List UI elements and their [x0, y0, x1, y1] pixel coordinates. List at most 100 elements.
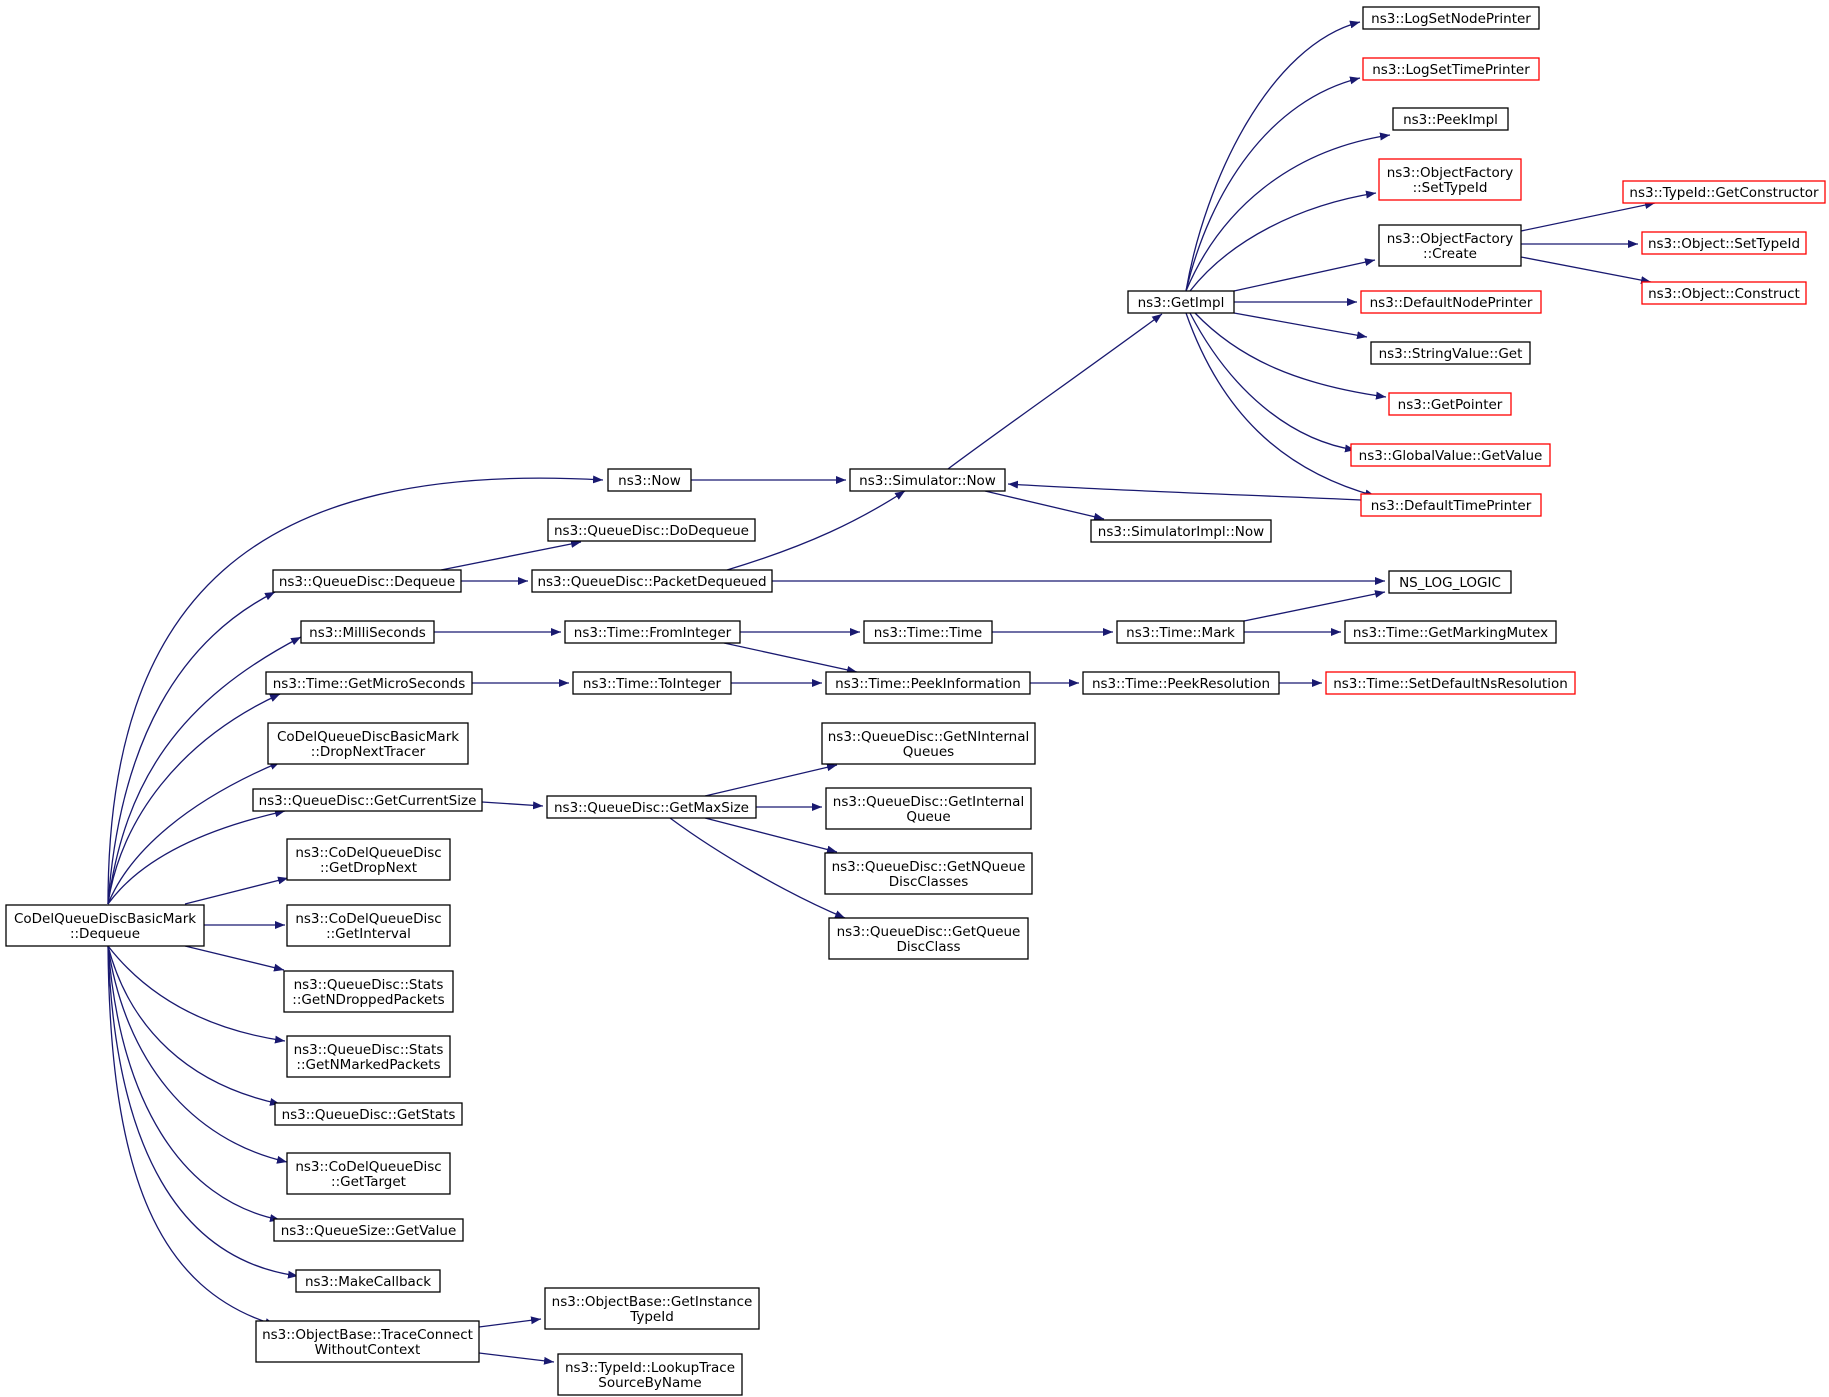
node-getdropnext[interactable]: ns3::CoDelQueueDisc::GetDropNext	[286, 838, 451, 881]
node-box[interactable]	[828, 917, 1029, 960]
node-box[interactable]	[1116, 620, 1245, 644]
node-box[interactable]	[1127, 290, 1235, 314]
node-box[interactable]	[1378, 224, 1522, 267]
node-box[interactable]	[1370, 341, 1531, 365]
node-timemark[interactable]: ns3::Time::Mark	[1116, 620, 1245, 644]
node-box[interactable]	[1325, 671, 1576, 695]
node-box[interactable]	[1388, 570, 1512, 594]
node-box[interactable]	[825, 671, 1031, 695]
node-timetime[interactable]: ns3::Time::Time	[863, 620, 993, 644]
node-box[interactable]	[1641, 281, 1807, 305]
node-box[interactable]	[547, 518, 756, 542]
node-ofsettypeid[interactable]: ns3::ObjectFactory::SetTypeId	[1378, 158, 1522, 201]
node-objconstruct[interactable]: ns3::Object::Construct	[1641, 281, 1807, 305]
node-box[interactable]	[607, 468, 692, 492]
node-box[interactable]	[273, 1218, 464, 1242]
node-nmarked[interactable]: ns3::QueueDisc::Stats::GetNMarkedPackets	[286, 1035, 451, 1078]
node-box[interactable]	[572, 671, 732, 695]
node-box[interactable]	[546, 795, 757, 819]
node-box[interactable]	[286, 904, 451, 947]
node-box[interactable]	[1388, 392, 1512, 416]
node-box[interactable]	[863, 620, 993, 644]
node-getimpl[interactable]: ns3::GetImpl	[1127, 290, 1235, 314]
node-box[interactable]	[272, 569, 462, 593]
node-stringvalueget[interactable]: ns3::StringValue::Get	[1370, 341, 1531, 365]
node-box[interactable]	[252, 788, 483, 812]
node-dropnexttracer[interactable]: CoDelQueueDiscBasicMark::DropNextTracer	[267, 722, 469, 765]
node-box[interactable]	[5, 904, 205, 947]
node-logsetnode[interactable]: ns3::LogSetNodePrinter	[1362, 6, 1540, 30]
node-qsgetvalue[interactable]: ns3::QueueSize::GetValue	[273, 1218, 464, 1242]
node-box[interactable]	[1350, 443, 1551, 467]
node-box[interactable]	[531, 569, 773, 593]
node-box[interactable]	[557, 1353, 743, 1396]
node-tointeger[interactable]: ns3::Time::ToInteger	[572, 671, 732, 695]
node-box[interactable]	[286, 1035, 451, 1078]
node-box[interactable]	[564, 620, 741, 644]
node-box[interactable]	[1362, 57, 1540, 81]
node-box[interactable]	[1641, 231, 1807, 255]
node-box[interactable]	[825, 787, 1032, 830]
node-typeidgetctor[interactable]: ns3::TypeId::GetConstructor	[1622, 180, 1826, 204]
node-now[interactable]: ns3::Now	[607, 468, 692, 492]
node-simimplnow[interactable]: ns3::SimulatorImpl::Now	[1090, 519, 1272, 543]
node-box[interactable]	[1360, 290, 1542, 314]
node-traceconnect[interactable]: ns3::ObjectBase::TraceConnectWithoutCont…	[255, 1320, 480, 1363]
node-box[interactable]	[274, 1102, 463, 1126]
node-box[interactable]	[1082, 671, 1280, 695]
node-box[interactable]	[300, 620, 435, 644]
node-getstats[interactable]: ns3::QueueDisc::GetStats	[274, 1102, 463, 1126]
node-box[interactable]	[286, 1152, 451, 1195]
node-ofcreate[interactable]: ns3::ObjectFactory::Create	[1378, 224, 1522, 267]
node-peekres[interactable]: ns3::Time::PeekResolution	[1082, 671, 1280, 695]
node-peekinfo[interactable]: ns3::Time::PeekInformation	[825, 671, 1031, 695]
node-getpointer[interactable]: ns3::GetPointer	[1388, 392, 1512, 416]
node-frominteger[interactable]: ns3::Time::FromInteger	[564, 620, 741, 644]
node-box[interactable]	[1362, 6, 1540, 30]
node-box[interactable]	[1090, 519, 1272, 543]
node-box[interactable]	[544, 1287, 760, 1330]
node-deftimeprinter[interactable]: ns3::DefaultTimePrinter	[1360, 493, 1542, 517]
node-qd_dequeue[interactable]: ns3::QueueDisc::Dequeue	[272, 569, 462, 593]
node-dodequeue[interactable]: ns3::QueueDisc::DoDequeue	[547, 518, 756, 542]
node-makecb[interactable]: ns3::MakeCallback	[295, 1269, 441, 1293]
node-box[interactable]	[821, 722, 1036, 765]
node-peekimpl[interactable]: ns3::PeekImpl	[1392, 107, 1509, 131]
node-getmaxsize[interactable]: ns3::QueueDisc::GetMaxSize	[546, 795, 757, 819]
node-box[interactable]	[849, 468, 1006, 492]
node-milli[interactable]: ns3::MilliSeconds	[300, 620, 435, 644]
node-defnodeprinter[interactable]: ns3::DefaultNodePrinter	[1360, 290, 1542, 314]
node-ndropped[interactable]: ns3::QueueDisc::Stats::GetNDroppedPacket…	[283, 970, 454, 1013]
node-box[interactable]	[265, 671, 473, 695]
node-box[interactable]	[1378, 158, 1522, 201]
node-nsloglogic[interactable]: NS_LOG_LOGIC	[1388, 570, 1512, 594]
node-setdefaultns[interactable]: ns3::Time::SetDefaultNsResolution	[1325, 671, 1576, 695]
node-box[interactable]	[267, 722, 469, 765]
node-box[interactable]	[1360, 493, 1542, 517]
node-gettarget[interactable]: ns3::CoDelQueueDisc::GetTarget	[286, 1152, 451, 1195]
node-box[interactable]	[824, 852, 1033, 895]
node-root[interactable]: CoDelQueueDiscBasicMark::Dequeue	[5, 904, 205, 947]
node-box[interactable]	[283, 970, 454, 1013]
node-box[interactable]	[286, 838, 451, 881]
node-simnow[interactable]: ns3::Simulator::Now	[849, 468, 1006, 492]
node-box[interactable]	[295, 1269, 441, 1293]
node-getinterval[interactable]: ns3::CoDelQueueDisc::GetInterval	[286, 904, 451, 947]
node-box[interactable]	[255, 1320, 480, 1363]
node-box[interactable]	[1344, 620, 1557, 644]
node-logsettime[interactable]: ns3::LogSetTimePrinter	[1362, 57, 1540, 81]
node-objsettypeid[interactable]: ns3::Object::SetTypeId	[1641, 231, 1807, 255]
node-getmarkingmutex[interactable]: ns3::Time::GetMarkingMutex	[1344, 620, 1557, 644]
node-pktdequeued[interactable]: ns3::QueueDisc::PacketDequeued	[531, 569, 773, 593]
node-gvgetvalue[interactable]: ns3::GlobalValue::GetValue	[1350, 443, 1551, 467]
node-box[interactable]	[1392, 107, 1509, 131]
node-box[interactable]	[1622, 180, 1826, 204]
node-getmicro[interactable]: ns3::Time::GetMicroSeconds	[265, 671, 473, 695]
node-getcursize[interactable]: ns3::QueueDisc::GetCurrentSize	[252, 788, 483, 812]
